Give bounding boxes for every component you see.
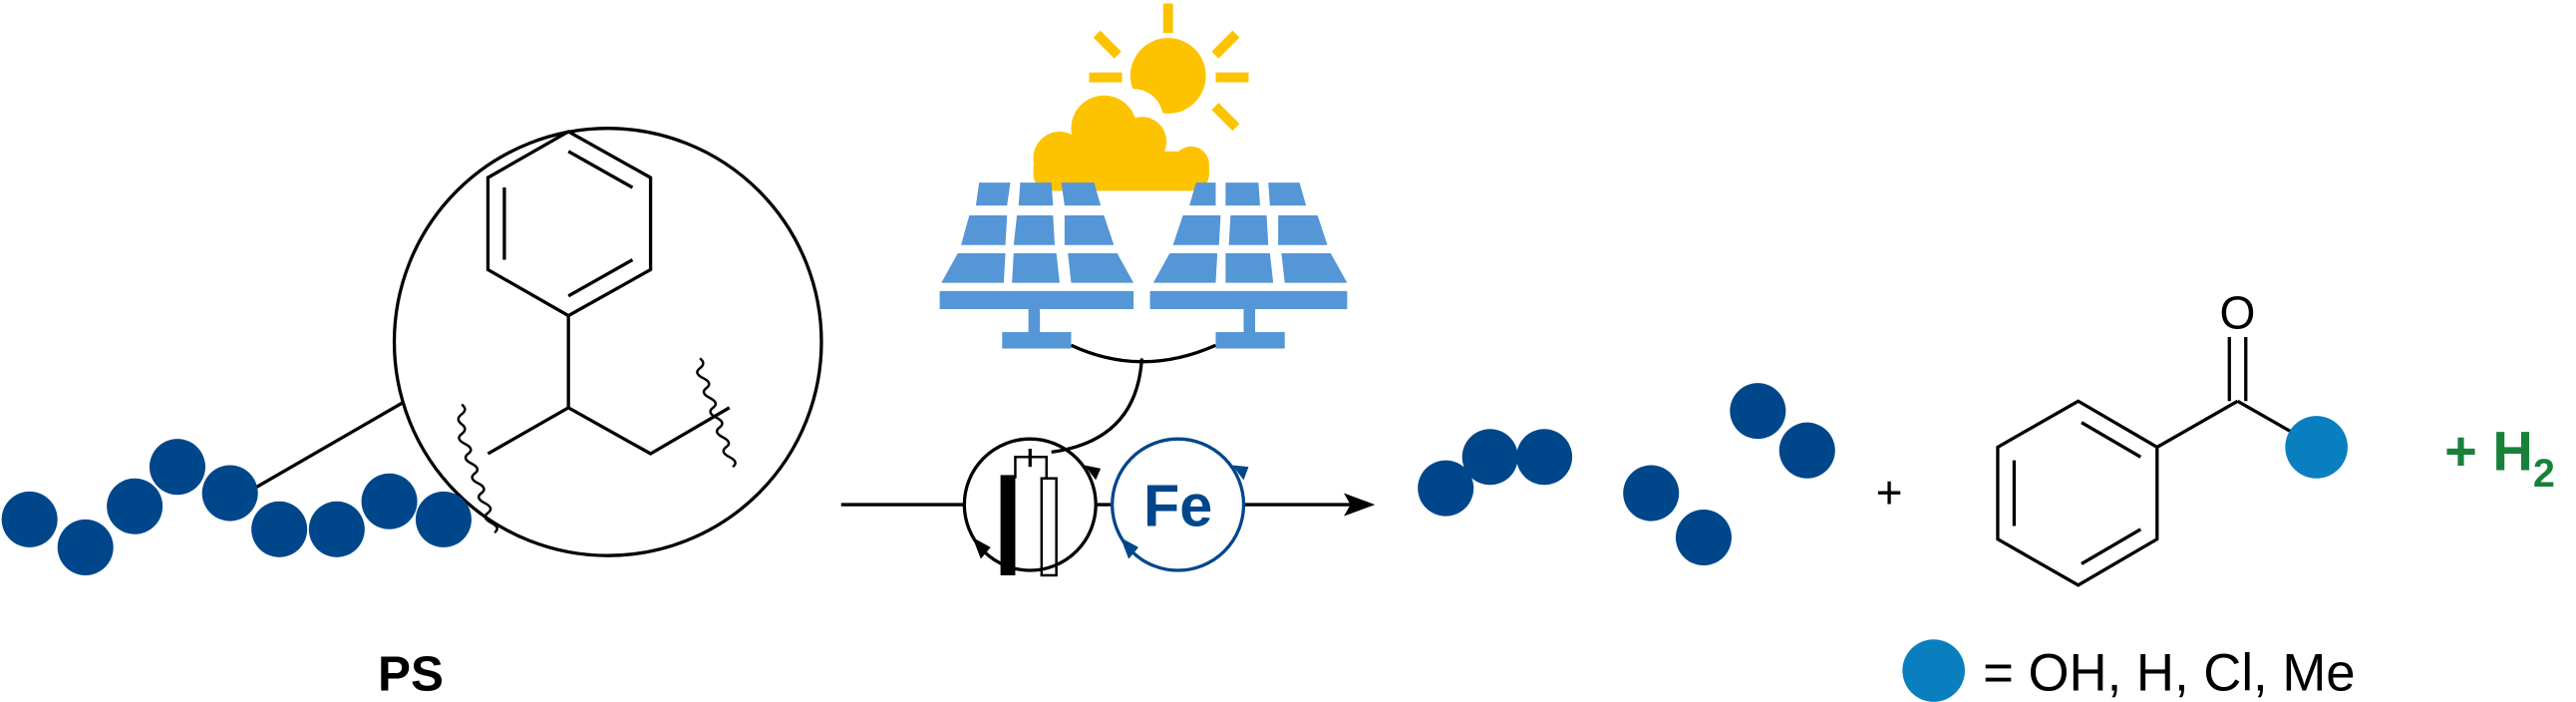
aryl-ketone [1996, 336, 2297, 587]
arrowhead [1344, 493, 1376, 517]
hydrogen-product: + H2 [2444, 419, 2555, 495]
panel-wire [1070, 343, 1217, 364]
substituent-dot [2285, 416, 2348, 479]
wavy-bond-right [696, 357, 737, 469]
cloud-icon [1033, 89, 1209, 191]
oxygen-label: O [2220, 287, 2256, 339]
legend-substituent-dot [1902, 639, 1965, 702]
magnifier-pointer [253, 401, 404, 491]
polymer-label: PS [378, 646, 444, 701]
catalyst-label: Fe [1143, 473, 1212, 539]
electrolysis-cycle [962, 437, 1098, 572]
fe-cycle [1111, 437, 1246, 572]
styrene-unit [457, 130, 737, 534]
legend-text: = OH, H, Cl, Me [1983, 643, 2356, 702]
polystyrene-chain [1, 439, 472, 575]
panel-wire-down [1051, 358, 1143, 454]
plus-sign: + [1876, 466, 1903, 518]
magnifier-circle [392, 127, 823, 557]
oligomer-fragments [1418, 383, 1835, 566]
electrode-cathode [1000, 475, 1016, 575]
wavy-bond-left [457, 403, 498, 534]
solar-panel-icon [939, 182, 1348, 349]
